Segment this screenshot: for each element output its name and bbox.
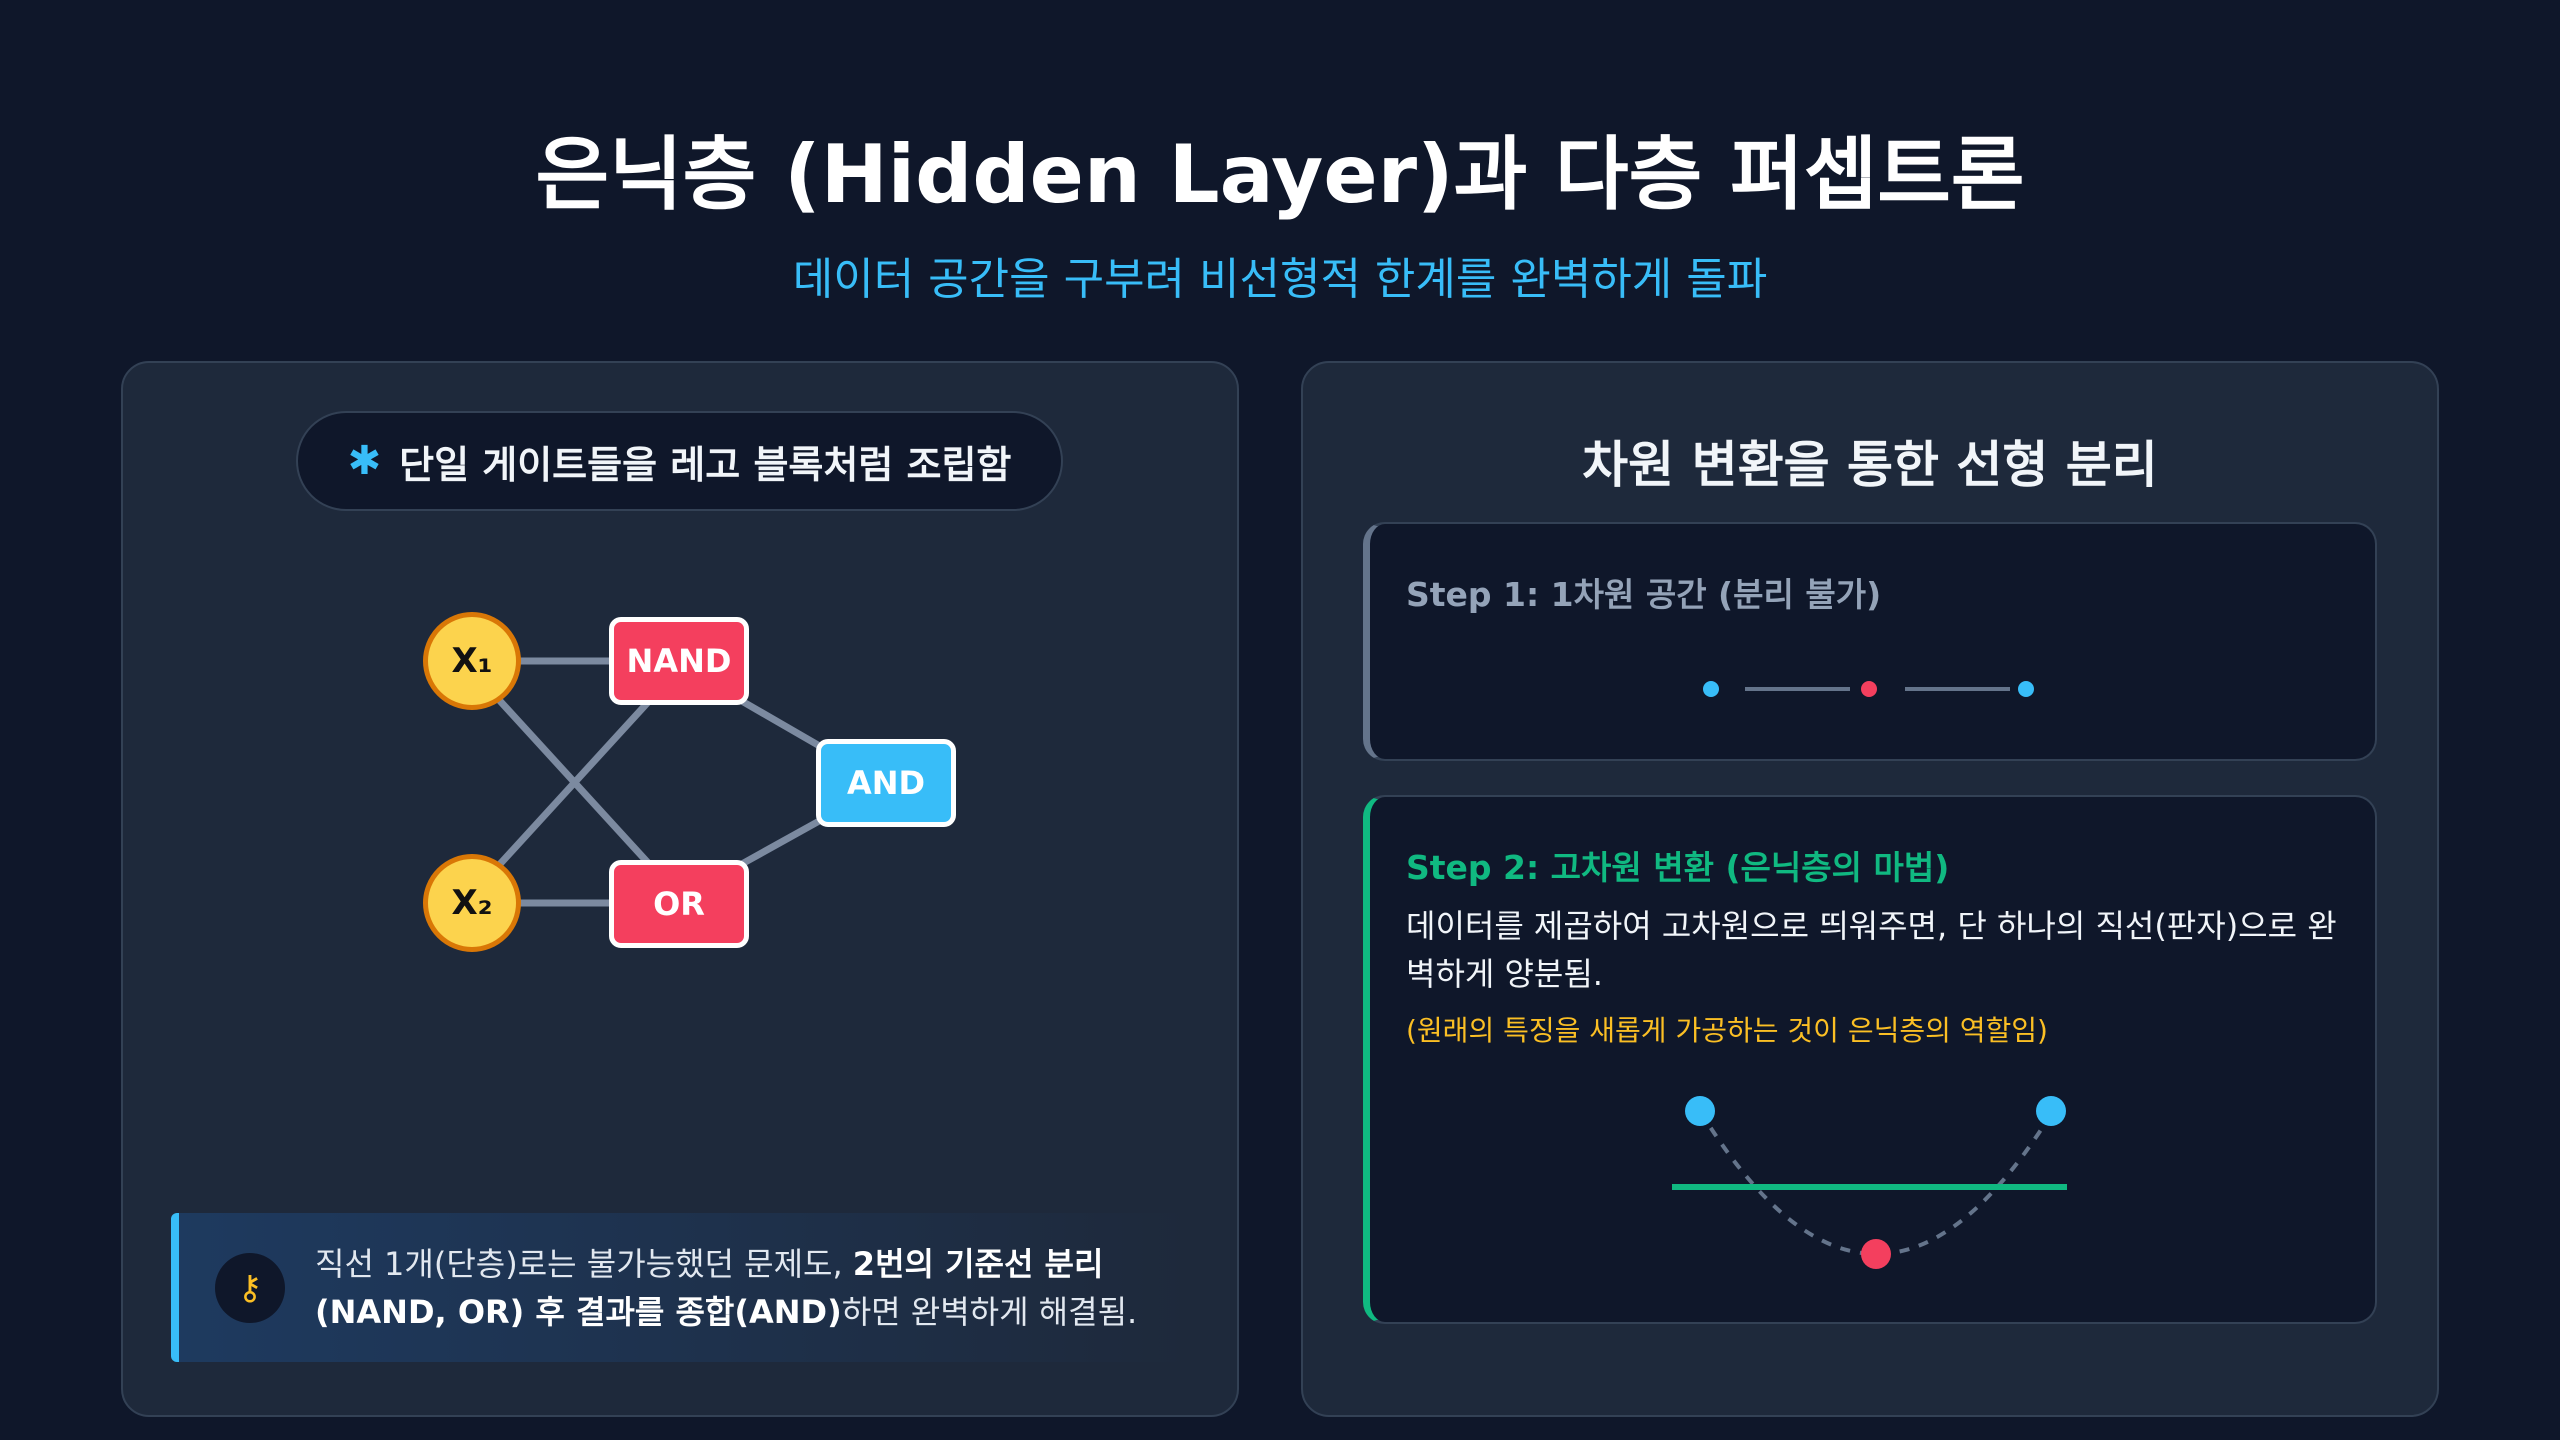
step1-title: Step 1: 1차원 공간 (분리 불가) (1406, 575, 1882, 614)
page-title: 은닉층 (Hidden Layer)과 다층 퍼셉트론 (535, 128, 2025, 221)
gate-or: OR (609, 860, 749, 948)
point-red-bottom (1861, 1239, 1891, 1269)
point-blue-right (2018, 681, 2034, 697)
node-x1: X₁ (423, 612, 521, 710)
step2-body: 데이터를 제곱하여 고차원으로 띄워주면, 단 하나의 직선(판자)으로 완벽하… (1406, 907, 2337, 993)
point-blue-left (1703, 681, 1719, 697)
page-subtitle: 데이터 공간을 구부려 비선형적 한계를 완벽하게 돌파 (792, 254, 1768, 305)
step2-2d-plot (1672, 1096, 2067, 1269)
step1-1d-plot (1703, 681, 2034, 697)
edge-x1-or (487, 687, 653, 868)
edge-x2-nand (487, 697, 653, 878)
puzzle-icon: ✱ (347, 438, 382, 484)
edge-or-and (738, 811, 832, 869)
step1-card: Step 1: 1차원 공간 (분리 불가) (1363, 522, 2377, 761)
point-blue-right (2036, 1096, 2066, 1126)
assembly-pill: ✱ 단일 게이트들을 레고 블록처럼 조립함 (296, 411, 1063, 511)
summary-text: 직선 1개(단층)로는 불가능했던 문제도, 2번의 기준선 분리(NAND, … (315, 1244, 1138, 1331)
gate-and: AND (816, 739, 956, 827)
key-icon: ⚷ (215, 1252, 285, 1323)
step2-card: Step 2: 고차원 변환 (은닉층의 마법) 데이터를 제곱하여 고차원으로… (1363, 795, 2377, 1324)
right-heading: 차원 변환을 통한 선형 분리 (1582, 436, 2158, 494)
gate-network-edges (472, 657, 832, 907)
summary-note: ⚷ 직선 1개(단층)로는 불가능했던 문제도, 2번의 기준선 분리(NAND… (171, 1213, 1187, 1362)
edge-nand-and (738, 696, 832, 756)
point-blue-left (1685, 1096, 1715, 1126)
pill-label: 단일 게이트들을 레고 블록처럼 조립함 (399, 442, 1012, 487)
node-x2: X₂ (423, 854, 521, 952)
step2-title: Step 2: 고차원 변환 (은닉층의 마법) (1406, 848, 1950, 887)
step2-note: (원래의 특징을 새롭게 가공하는 것이 은닉층의 역할임) (1406, 1014, 2048, 1047)
parabola-curve (1698, 1109, 2055, 1256)
point-red-center (1861, 681, 1877, 697)
gate-nand: NAND (609, 617, 749, 705)
